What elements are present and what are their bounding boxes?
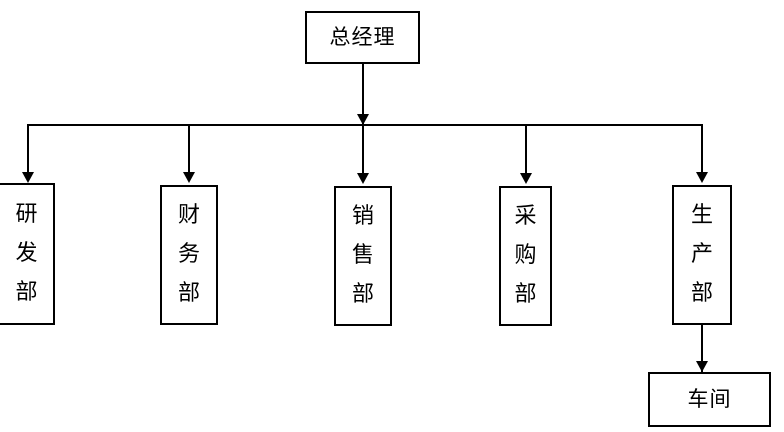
connector-bus-to-finance (188, 124, 190, 176)
arrow-into-finance (183, 172, 195, 183)
node-department-finance[interactable]: 财 务 部 (160, 185, 218, 325)
node-department-production-char-3: 部 (690, 280, 713, 306)
node-department-sales-label: 销 售 部 (352, 188, 374, 324)
node-department-procurement-char-3: 部 (514, 281, 537, 307)
arrow-into-production (696, 172, 708, 183)
node-department-procurement[interactable]: 采 购 部 (499, 186, 552, 326)
connector-root-to-bus (362, 64, 364, 125)
node-department-production-char-1: 生 (690, 203, 713, 229)
node-department-procurement-char-2: 购 (514, 242, 537, 268)
node-department-sales[interactable]: 销 售 部 (334, 186, 392, 326)
node-department-production-char-2: 产 (690, 241, 713, 267)
connector-horizontal-bus (27, 124, 703, 126)
node-workshop-label: 车间 (687, 386, 732, 411)
connector-bus-to-procurement (525, 124, 527, 177)
node-department-sales-char-2: 售 (351, 242, 374, 268)
node-department-sales-char-1: 销 (351, 204, 374, 230)
node-department-finance-label: 财 务 部 (178, 187, 200, 323)
connector-production-to-workshop (701, 325, 703, 372)
arrow-root-into-bus (357, 114, 369, 125)
node-department-production[interactable]: 生 产 部 (672, 185, 732, 325)
node-department-rd-label: 研 发 部 (15, 185, 37, 323)
node-general-manager-label: 总经理 (329, 24, 396, 49)
node-general-manager[interactable]: 总经理 (305, 11, 420, 64)
node-department-rd-char-1: 研 (15, 201, 38, 227)
node-workshop[interactable]: 车间 (648, 372, 771, 427)
connector-bus-to-rd (27, 124, 29, 176)
node-department-rd[interactable]: 研 发 部 (0, 183, 55, 325)
connector-bus-to-production (701, 124, 703, 176)
arrow-into-rd (22, 172, 34, 183)
node-department-finance-char-2: 务 (177, 241, 200, 267)
arrow-into-workshop (696, 361, 708, 372)
node-department-production-label: 生 产 部 (691, 187, 713, 323)
node-department-rd-char-3: 部 (15, 280, 38, 306)
node-department-finance-char-3: 部 (177, 280, 200, 306)
node-department-procurement-label: 采 购 部 (514, 188, 536, 324)
arrow-into-procurement (520, 173, 532, 184)
node-department-procurement-char-1: 采 (514, 204, 537, 230)
node-department-sales-char-3: 部 (351, 281, 374, 307)
node-department-rd-char-2: 发 (15, 240, 38, 266)
arrow-into-sales (357, 173, 369, 184)
node-department-finance-char-1: 财 (177, 203, 200, 229)
connector-bus-to-sales (362, 124, 364, 177)
